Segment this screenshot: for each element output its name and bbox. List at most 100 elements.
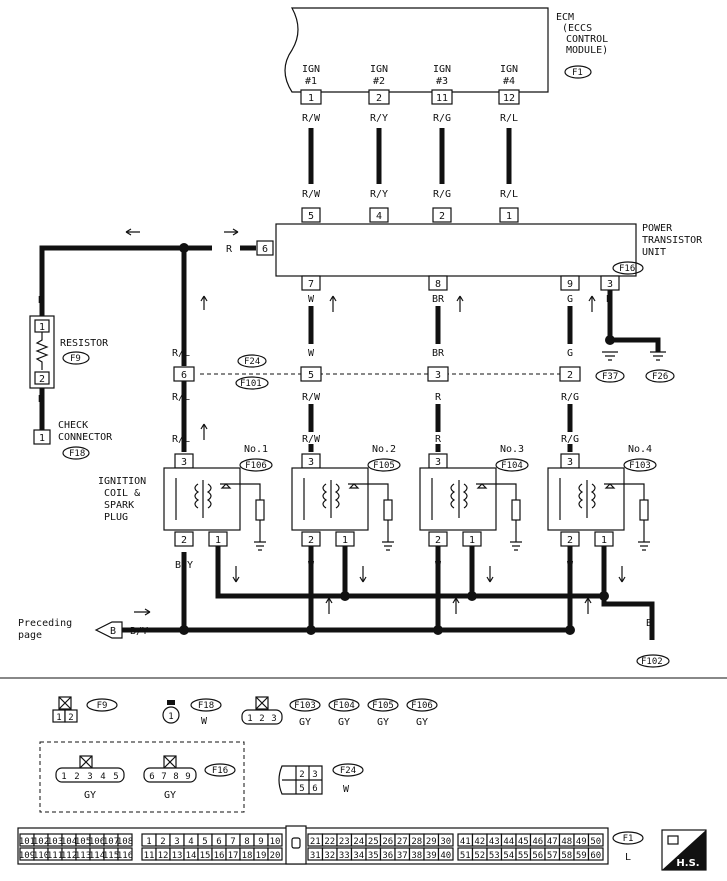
ign-label-4: IGN bbox=[500, 64, 518, 75]
joint-top: F24 bbox=[244, 357, 260, 367]
cv-f1-b1-pin-3: 3 bbox=[174, 837, 179, 847]
cv-f16b-pin-6: 6 bbox=[149, 772, 154, 782]
cv-f1-b1-cell-10 bbox=[267, 833, 283, 847]
cv-f24-grid bbox=[282, 766, 322, 794]
cv-f1-c1-cell-30 bbox=[437, 833, 454, 847]
arrow-left bbox=[125, 228, 140, 236]
cv-f1-a1-pin-106: 106 bbox=[89, 837, 105, 847]
cv-f16b-lock-cross bbox=[163, 755, 177, 769]
ptu-label-3: UNIT bbox=[642, 247, 666, 258]
coil-label-1: IGNITION bbox=[98, 476, 146, 487]
cv-f103-pin-2: 2 bbox=[259, 714, 264, 724]
ptu-pin-1: 1 bbox=[506, 211, 512, 222]
joint-pin-3-box bbox=[427, 366, 449, 382]
cv-f103-name: F103 bbox=[294, 701, 316, 711]
cv-f1-a2-pin-115: 115 bbox=[103, 851, 119, 861]
joint-pin-3: 3 bbox=[435, 370, 441, 381]
cv-f1-d2-pin-52: 52 bbox=[474, 851, 485, 861]
ptu-out-c3-9: R/G bbox=[561, 392, 579, 403]
cv-hs-label: H.S. bbox=[676, 858, 699, 869]
cv-f1-a1-pin-102: 102 bbox=[33, 837, 49, 847]
ptu-out-arrow-8 bbox=[456, 295, 464, 312]
cv-f9-pin-2: 2 bbox=[68, 713, 73, 723]
ground-symbol-2 bbox=[650, 351, 666, 361]
check-connector-pin: 1 bbox=[39, 433, 45, 444]
cv-f16a-body bbox=[55, 767, 125, 783]
cv-f1-name: F1 bbox=[623, 834, 634, 844]
cv-f1-d2-pin-54: 54 bbox=[503, 851, 514, 861]
ign-label-1: IGN bbox=[302, 64, 320, 75]
cv-f1-b2-pin-17: 17 bbox=[228, 851, 239, 861]
cv-f103-name-bubble bbox=[289, 698, 321, 712]
cv-f1-c2-pin-31: 31 bbox=[310, 851, 321, 861]
cv-f16a-pin-4: 4 bbox=[100, 772, 105, 782]
ptu-out-arrow-9 bbox=[588, 295, 596, 312]
coil4-top-pin: 3 bbox=[567, 457, 573, 468]
cv-f9-cell-2 bbox=[64, 709, 78, 723]
joint-top-bubble bbox=[237, 354, 267, 368]
cv-f1-a1-pin-105: 105 bbox=[75, 837, 91, 847]
cv-f1-d1-pin-42: 42 bbox=[474, 837, 485, 847]
coil3-connector-bubble bbox=[495, 458, 529, 472]
cv-f1-c1-pin-22: 22 bbox=[324, 837, 335, 847]
cv-f1-a1-pin-108: 108 bbox=[117, 837, 133, 847]
cv-f1-d2-pin-59: 59 bbox=[576, 851, 587, 861]
cv-f1-a2-cell-116 bbox=[117, 847, 133, 861]
joint-pin-5-box bbox=[300, 366, 322, 382]
cv-f1-d2-pin-58: 58 bbox=[561, 851, 572, 861]
ptu-out-c1-8: BR bbox=[432, 294, 445, 305]
ground-symbol-1 bbox=[602, 351, 618, 361]
cv-f1-b1-pin-9: 9 bbox=[258, 837, 263, 847]
cv-f24-pin-3: 3 bbox=[312, 770, 317, 780]
cv-f18-body bbox=[162, 706, 180, 724]
ptu-out-c2-8: BR bbox=[432, 348, 445, 359]
cv-f1-c1-pin-21: 21 bbox=[310, 837, 321, 847]
resistor-pin-bottom-box bbox=[34, 371, 50, 385]
arrow-preceding bbox=[134, 608, 151, 616]
cv-f24-pin-5: 5 bbox=[299, 784, 304, 794]
cv-f1-d1-pin-44: 44 bbox=[503, 837, 514, 847]
wire-ptu-ground bbox=[607, 290, 661, 352]
ecm-connector: F1 bbox=[572, 68, 583, 78]
ground-b-bubble bbox=[636, 654, 670, 668]
cv-f1-d1-pin-43: 43 bbox=[489, 837, 500, 847]
cv-f16b-pin-9: 9 bbox=[185, 772, 190, 782]
coil3-plug-ground bbox=[510, 520, 522, 551]
ign-label-3: IGN bbox=[433, 64, 451, 75]
cv-f1-c1-pin-28: 28 bbox=[411, 837, 422, 847]
cv-f1-a1-pin-107: 107 bbox=[103, 837, 119, 847]
cv-f1-d2-pin-56: 56 bbox=[532, 851, 543, 861]
cv-f1-c2-pin-36: 36 bbox=[382, 851, 393, 861]
coil-label-2: COIL & bbox=[104, 488, 140, 499]
coil1-lead bbox=[232, 483, 261, 500]
ground-1: F37 bbox=[602, 372, 618, 382]
check-connector-label-2: CONNECTOR bbox=[58, 432, 113, 443]
cv-f24-name: F24 bbox=[340, 766, 356, 776]
coil3-top-pin: 3 bbox=[435, 457, 441, 468]
coil2-connector-bubble bbox=[367, 458, 401, 472]
cv-f1-c2-pin-39: 39 bbox=[426, 851, 437, 861]
ecm-box bbox=[284, 7, 549, 93]
cv-f18-name-bubble bbox=[190, 698, 222, 712]
cv-f1-a2-pin-112: 112 bbox=[61, 851, 77, 861]
ign-num-4: #4 bbox=[503, 76, 515, 87]
ign-wire-bottom-2: R/Y bbox=[370, 189, 388, 200]
cv-f1-c1-pin-30: 30 bbox=[440, 837, 451, 847]
ecm-pin-1: 1 bbox=[308, 93, 314, 104]
cv-f16b-pin-8: 8 bbox=[173, 772, 178, 782]
cv-f1-b2-pin-20: 20 bbox=[270, 851, 281, 861]
cv-f16b-pin-7: 7 bbox=[161, 772, 166, 782]
cv-f16-name-bubble bbox=[204, 763, 236, 777]
ecm-pin-2-box bbox=[368, 89, 390, 105]
ign-columns: IGN#11R/WR/W5IGN#22R/YR/Y4IGN#311R/GR/G2… bbox=[300, 64, 520, 223]
cv-f16a-color: GY bbox=[84, 790, 96, 801]
cv-f1-a1-pin-103: 103 bbox=[47, 837, 63, 847]
cv-f1-d2-cell-60 bbox=[587, 847, 604, 861]
ign-wire-bottom-4: R/L bbox=[500, 189, 518, 200]
coil3-pin-1: 1 bbox=[469, 535, 475, 546]
coil1-arrow-up-top bbox=[200, 423, 208, 440]
power-transistor-box bbox=[275, 223, 637, 277]
coil4-spark-plug bbox=[639, 499, 649, 521]
